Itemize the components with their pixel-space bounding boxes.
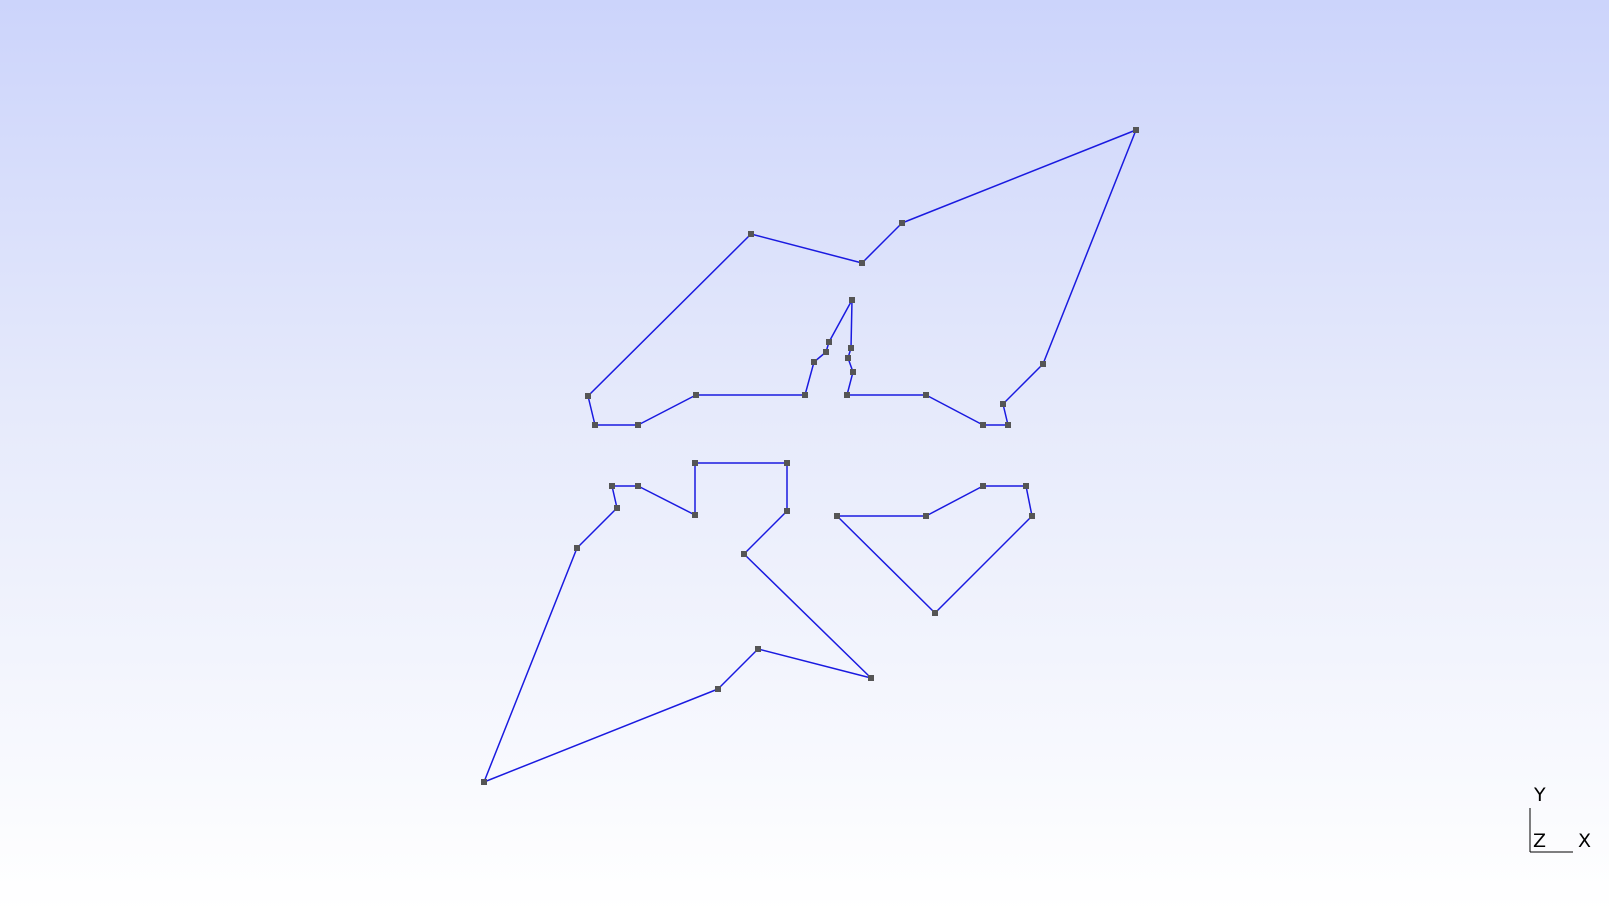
lower-right-outline-edges[interactable] [836,485,1033,614]
lower-left-outline-edges[interactable] [483,462,872,783]
vertex-marker[interactable] [849,297,855,303]
lower-right-outline[interactable] [834,483,1035,616]
vertex-marker[interactable] [850,369,856,375]
z-axis-label: Z [1533,830,1546,852]
vertex-marker[interactable] [574,545,580,551]
vertex-marker[interactable] [1000,401,1006,407]
vertex-marker[interactable] [1133,127,1139,133]
vertex-marker[interactable] [845,355,851,361]
vertex-marker[interactable] [784,508,790,514]
vertex-marker[interactable] [748,231,754,237]
vertex-marker[interactable] [923,392,929,398]
vertex-marker[interactable] [1005,422,1011,428]
vertex-marker[interactable] [784,460,790,466]
vertex-marker[interactable] [848,345,854,351]
vertex-marker[interactable] [1023,483,1029,489]
vertex-marker[interactable] [811,359,817,365]
vertex-marker[interactable] [715,686,721,692]
x-axis-label: X [1578,830,1591,852]
vertex-marker[interactable] [741,551,747,557]
vertex-marker[interactable] [585,393,591,399]
vertex-marker[interactable] [868,675,874,681]
vertex-marker[interactable] [859,260,865,266]
upper-outline-edges[interactable] [587,129,1137,426]
lower-left-outline[interactable] [481,460,874,785]
vertex-marker[interactable] [1040,361,1046,367]
vertex-marker[interactable] [826,339,832,345]
vertex-marker[interactable] [823,349,829,355]
vertex-marker[interactable] [692,460,698,466]
vertex-marker[interactable] [614,505,620,511]
axis-triad: Y Z X [1529,784,1591,853]
shape-layer [481,127,1139,785]
vertex-marker[interactable] [592,422,598,428]
vertex-marker[interactable] [755,646,761,652]
vertex-marker[interactable] [802,392,808,398]
vertex-marker[interactable] [980,422,986,428]
vertex-marker[interactable] [1029,513,1035,519]
vertex-marker[interactable] [980,483,986,489]
vertex-marker[interactable] [635,422,641,428]
vertex-marker[interactable] [692,512,698,518]
vertex-marker[interactable] [609,483,615,489]
vertex-marker[interactable] [899,220,905,226]
upper-outline[interactable] [585,127,1139,428]
vertex-marker[interactable] [635,483,641,489]
y-axis-label: Y [1533,784,1546,806]
vertex-marker[interactable] [932,610,938,616]
vertex-marker[interactable] [693,392,699,398]
vertex-marker[interactable] [844,392,850,398]
vertex-marker[interactable] [481,779,487,785]
vertex-marker[interactable] [834,513,840,519]
vertex-marker[interactable] [923,513,929,519]
